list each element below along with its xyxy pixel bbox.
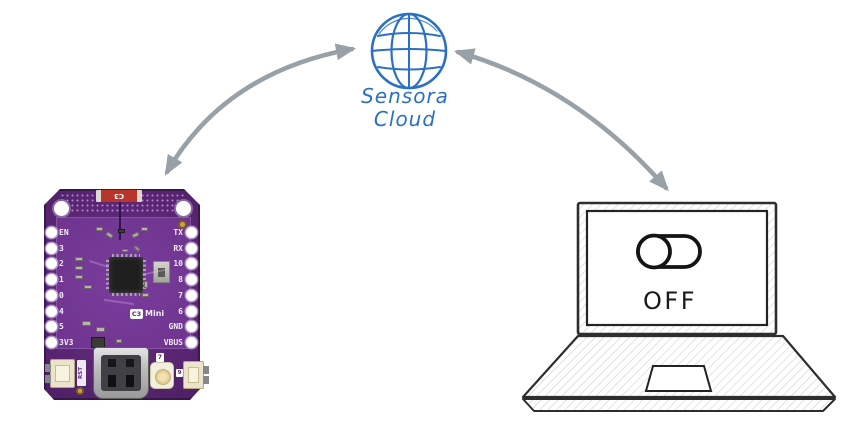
crystal-oscillator	[153, 261, 170, 283]
pin-label: 1	[59, 275, 64, 284]
pin-label: 8	[178, 275, 183, 284]
pin-label: 0	[59, 291, 64, 300]
button-contact	[45, 375, 51, 383]
arrow-board-to-cloud	[164, 43, 357, 176]
usb-cavity	[101, 355, 141, 391]
usb-c-connector	[93, 347, 149, 399]
esp32-c3-mini-board: C3 EN 3 2 1 0 4 5 3V3 TX RX 10 8 7 6 G	[44, 189, 209, 400]
usb-slot	[108, 375, 116, 387]
pin-label: 5	[59, 322, 64, 331]
via-grid	[60, 193, 184, 213]
pin-pad	[186, 337, 197, 348]
pin-label: EN	[59, 228, 69, 237]
toggle-knob	[636, 233, 672, 270]
pin-label: 10	[173, 259, 183, 268]
pin-pad	[46, 274, 57, 285]
smd-component	[118, 229, 125, 233]
toggle-switch-off	[636, 233, 702, 270]
pin-pad	[186, 306, 197, 317]
trackpad	[644, 365, 713, 392]
smd-component	[75, 275, 83, 279]
led-silkscreen-label: 7	[156, 353, 164, 362]
button-face	[55, 365, 70, 382]
pin-pad	[46, 243, 57, 254]
pin-label: 6	[178, 307, 183, 316]
pin-label: 4	[59, 307, 64, 316]
reset-button	[45, 359, 75, 388]
button-silkscreen-label: 9	[176, 369, 183, 377]
boot-button	[183, 361, 209, 389]
pin-pad	[46, 306, 57, 317]
cloud-name-line2: Cloud	[373, 107, 437, 131]
smd-component	[141, 227, 148, 231]
smd-component	[96, 227, 103, 231]
pin-label: RX	[173, 244, 183, 253]
button-contact	[203, 376, 209, 384]
antenna-component: C3	[96, 190, 142, 202]
pin-label: 7	[178, 291, 183, 300]
cloud-label: Sensora Cloud	[343, 85, 467, 131]
pin-pad	[186, 290, 197, 301]
usb-slot	[126, 375, 134, 387]
smd-component	[75, 257, 83, 261]
reset-silkscreen-label: RST	[77, 360, 86, 386]
button-face	[188, 367, 199, 383]
silkscreen-model-box: C3	[130, 309, 143, 319]
pin-pad	[186, 274, 197, 285]
cloud-name-line1: Sensora	[361, 84, 449, 108]
chip-pins	[106, 260, 109, 290]
globe-icon	[370, 12, 448, 90]
smd-component	[84, 285, 92, 289]
toggle-state-label: OFF	[643, 287, 697, 315]
pin-label: 3	[59, 244, 64, 253]
pin-label: TX	[173, 228, 183, 237]
chip-pins	[143, 260, 146, 290]
button-contact	[203, 366, 209, 374]
silkscreen-model-text: Mini	[145, 309, 165, 318]
pin-pad	[186, 243, 197, 254]
esp32-c3-chip	[106, 254, 146, 296]
smd-component	[122, 249, 128, 252]
antenna-chip-marking: C3	[101, 190, 137, 202]
pin-label: GND	[168, 322, 183, 331]
pin-pad	[186, 258, 197, 269]
pin-label: VBUS	[163, 338, 183, 347]
smd-component	[144, 281, 148, 288]
laptop: OFF	[521, 201, 837, 412]
smd-component	[82, 321, 91, 326]
pin-pad	[186, 227, 197, 238]
gold-via	[178, 220, 187, 229]
antenna-trace	[119, 202, 121, 240]
pin-pad	[46, 258, 57, 269]
pin-pad	[46, 227, 57, 238]
arrow-cloud-to-laptop	[453, 48, 669, 192]
mounting-hole	[54, 201, 69, 216]
smd-component	[75, 266, 83, 270]
pin-pad	[186, 321, 197, 332]
smd-component	[96, 327, 105, 332]
rgb-led	[150, 362, 174, 389]
pin-pad	[46, 290, 57, 301]
pin-label: 3V3	[59, 338, 74, 347]
laptop-front-edge	[522, 398, 836, 412]
pin-label: 2	[59, 259, 64, 268]
pin-pad	[46, 337, 57, 348]
gold-via	[76, 387, 84, 395]
pin-pad	[46, 321, 57, 332]
smd-component	[116, 339, 122, 343]
button-contact	[45, 364, 51, 372]
smd-component	[142, 293, 149, 297]
mounting-hole	[176, 201, 191, 216]
